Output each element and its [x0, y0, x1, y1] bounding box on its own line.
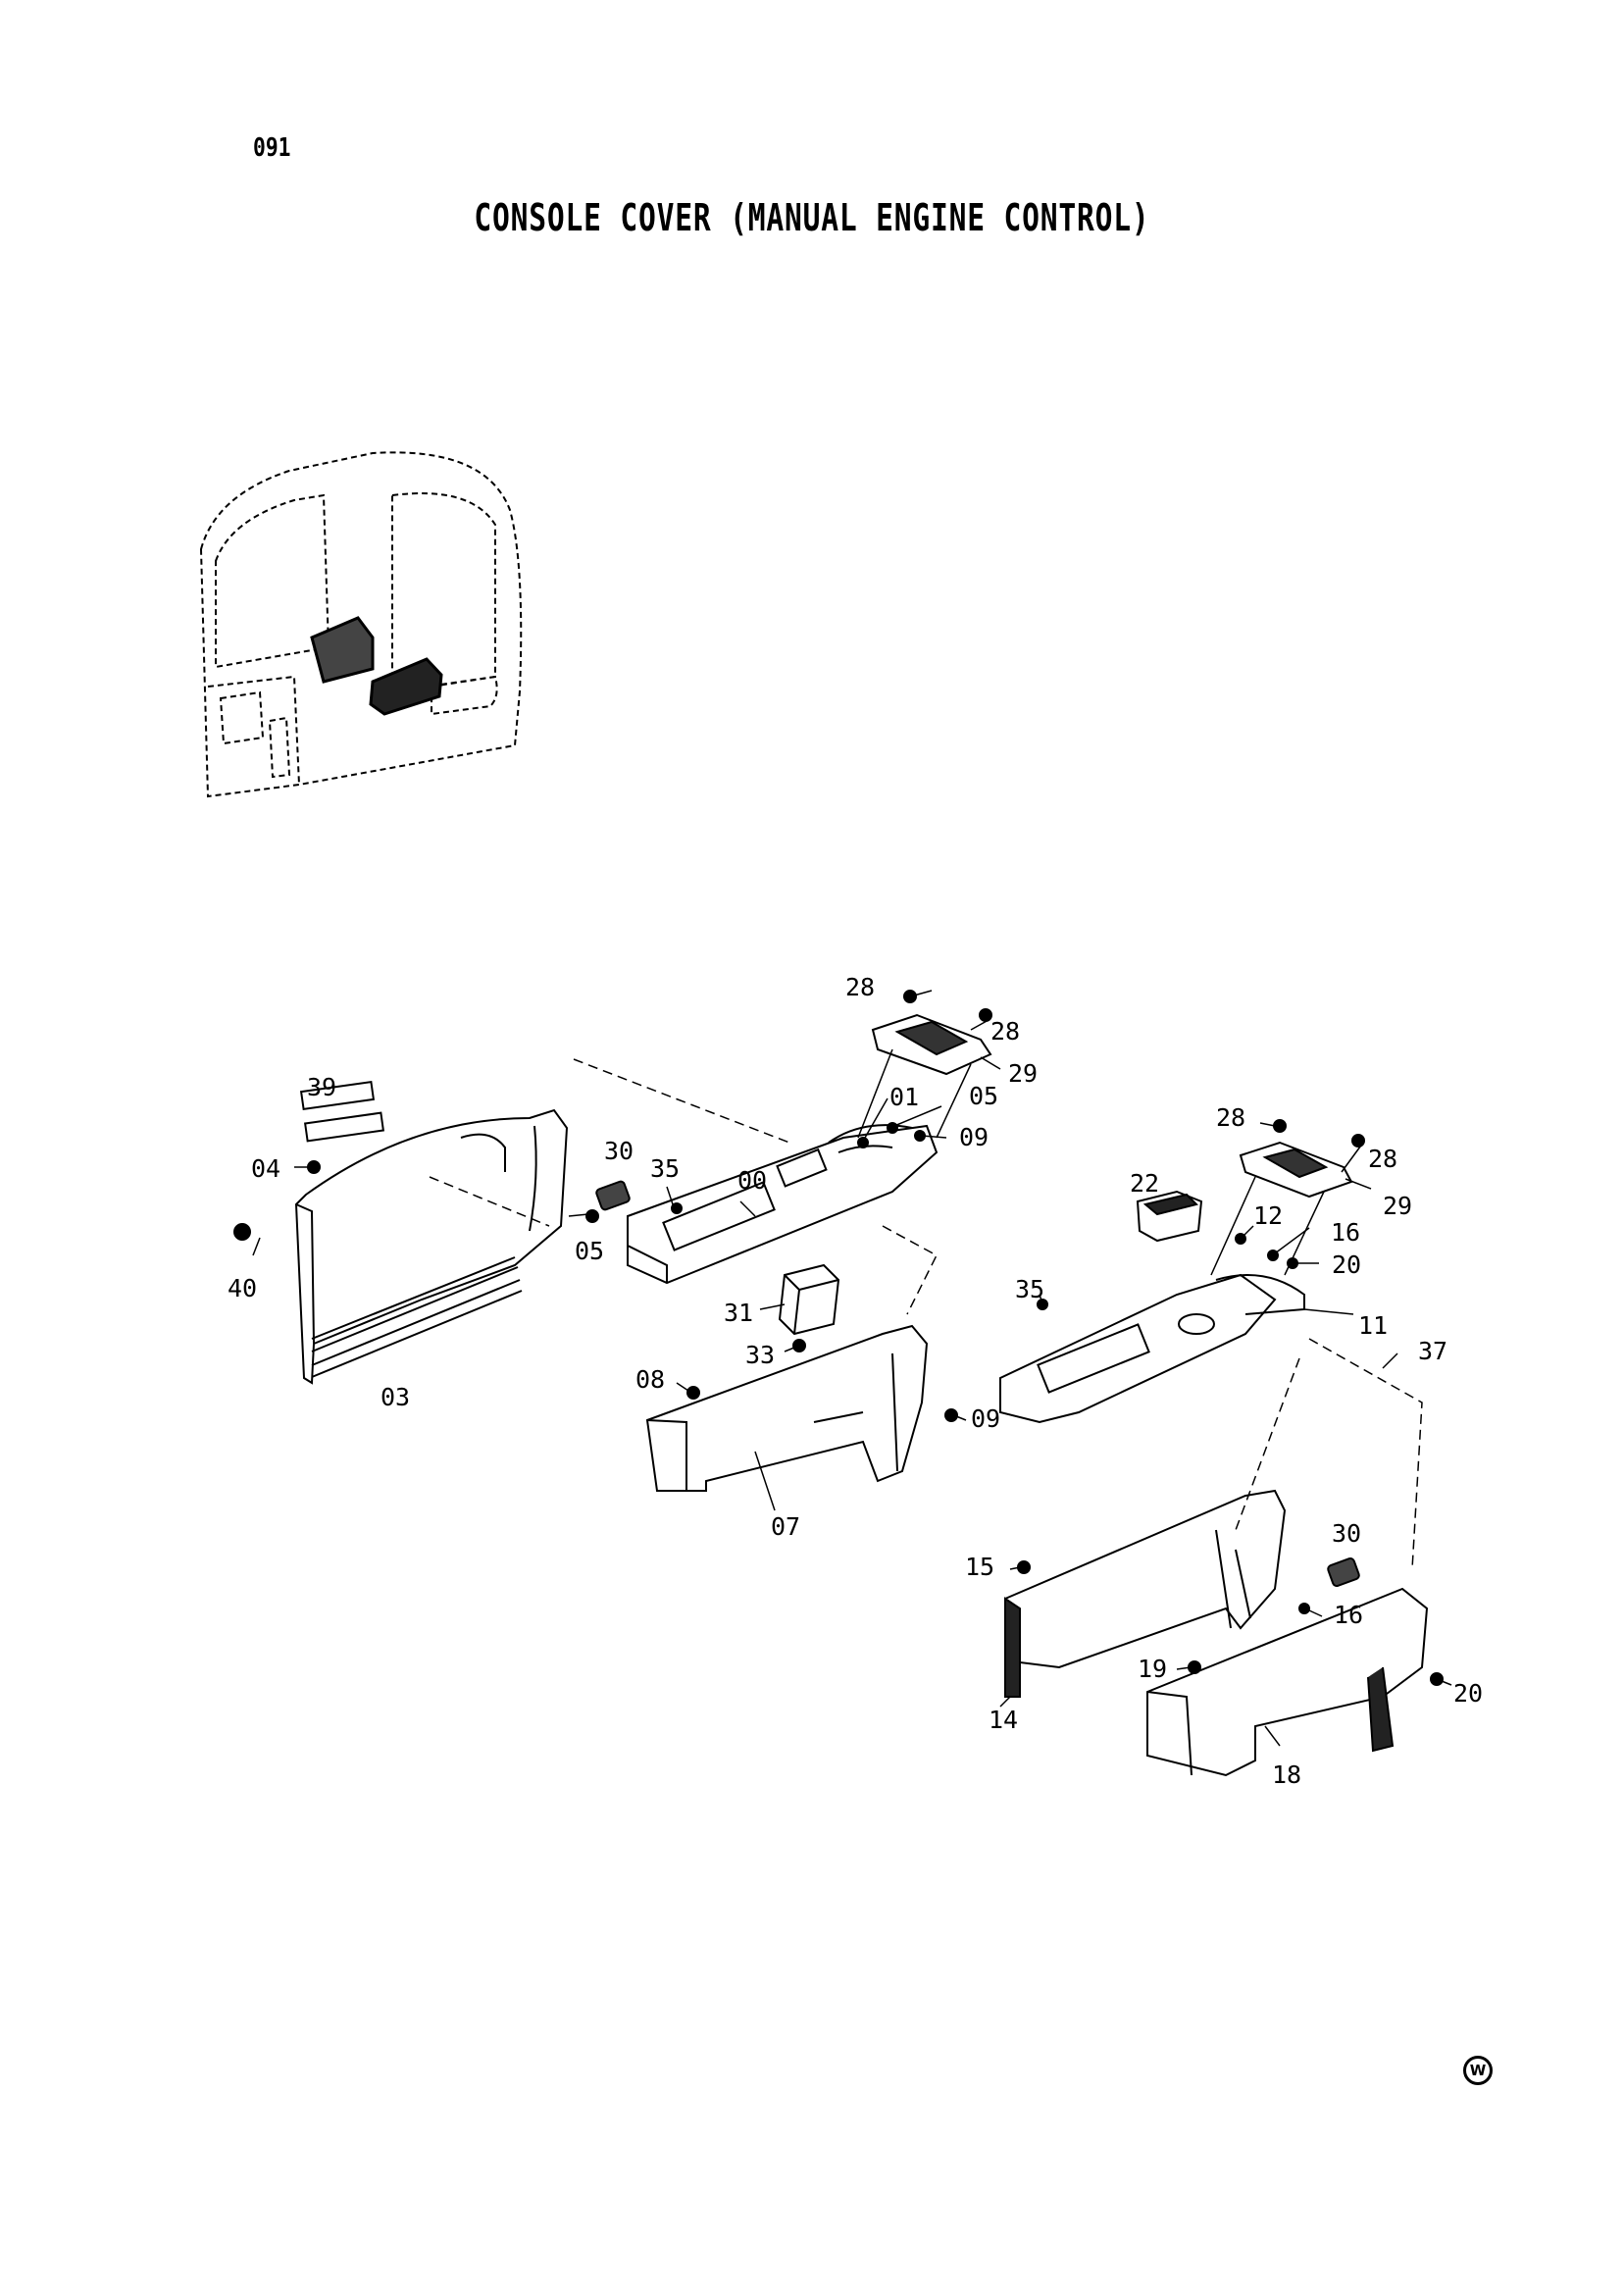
- callout-35-right: 35: [1015, 1275, 1044, 1303]
- callout-29-left: 29: [1008, 1059, 1038, 1088]
- box-22: [1136, 1190, 1203, 1243]
- callout-14: 14: [989, 1706, 1018, 1734]
- page-number: 091: [253, 133, 291, 163]
- upper-bezel-29-left: [857, 1013, 992, 1139]
- callout-04: 04: [251, 1154, 280, 1183]
- callout-29-right: 29: [1383, 1192, 1412, 1220]
- hardware: [233, 990, 1444, 1686]
- leader-lines: [252, 990, 1452, 1747]
- callout-30-right: 30: [1332, 1519, 1361, 1548]
- callout-30-left: 30: [604, 1137, 634, 1165]
- lower-cover-07: [645, 1324, 929, 1492]
- callout-16-lower: 16: [1334, 1601, 1363, 1629]
- callout-31: 31: [724, 1299, 753, 1327]
- callout-18: 18: [1272, 1760, 1301, 1789]
- callout-08: 08: [635, 1365, 665, 1394]
- callout-15: 15: [965, 1553, 994, 1581]
- callout-05-right: 05: [969, 1082, 998, 1110]
- callout-11: 11: [1358, 1311, 1388, 1340]
- cab-overview: [199, 451, 523, 798]
- callout-16-upper: 16: [1331, 1218, 1360, 1247]
- callout-37: 37: [1418, 1337, 1447, 1365]
- lower-cover-14: [1003, 1489, 1287, 1698]
- callout-03: 03: [381, 1383, 410, 1411]
- callout-labels: 00 01 03 04 05 05 07 08 09 09 11 12 14 1…: [228, 973, 1483, 1789]
- callout-28-a: 28: [845, 973, 875, 1001]
- assembly-lines: [429, 1058, 1423, 1570]
- callout-28-c: 28: [1216, 1103, 1245, 1132]
- callout-09-lower: 09: [971, 1404, 1000, 1433]
- cab-console-highlight: [310, 616, 443, 716]
- callout-01: 01: [889, 1083, 919, 1111]
- manufacturer-mark: W: [1463, 2056, 1493, 2085]
- right-console-11: [999, 1273, 1305, 1424]
- callout-12: 12: [1253, 1201, 1283, 1230]
- callout-00: 00: [737, 1166, 767, 1195]
- callout-35-left: 35: [650, 1154, 680, 1183]
- callout-33: 33: [745, 1341, 775, 1369]
- lower-cover-18: [1146, 1587, 1429, 1777]
- callout-20-lower: 20: [1453, 1679, 1483, 1708]
- callout-05-left: 05: [575, 1237, 604, 1265]
- callout-20-upper: 20: [1332, 1250, 1361, 1279]
- box-31: [778, 1263, 840, 1336]
- left-cover-03: [294, 1108, 569, 1385]
- callout-28-b: 28: [990, 1017, 1020, 1046]
- callout-39: 39: [307, 1073, 336, 1101]
- page-title: CONSOLE COVER (MANUAL ENGINE CONTROL): [474, 196, 1150, 239]
- callout-40: 40: [228, 1274, 257, 1302]
- callout-22: 22: [1130, 1169, 1159, 1198]
- upper-bezel-29-right: [1210, 1141, 1353, 1276]
- center-console-00: [627, 1124, 939, 1285]
- callout-19: 19: [1138, 1655, 1167, 1683]
- callout-07: 07: [771, 1512, 800, 1541]
- callout-28-d: 28: [1368, 1145, 1397, 1173]
- callout-09-upper: 09: [959, 1123, 989, 1151]
